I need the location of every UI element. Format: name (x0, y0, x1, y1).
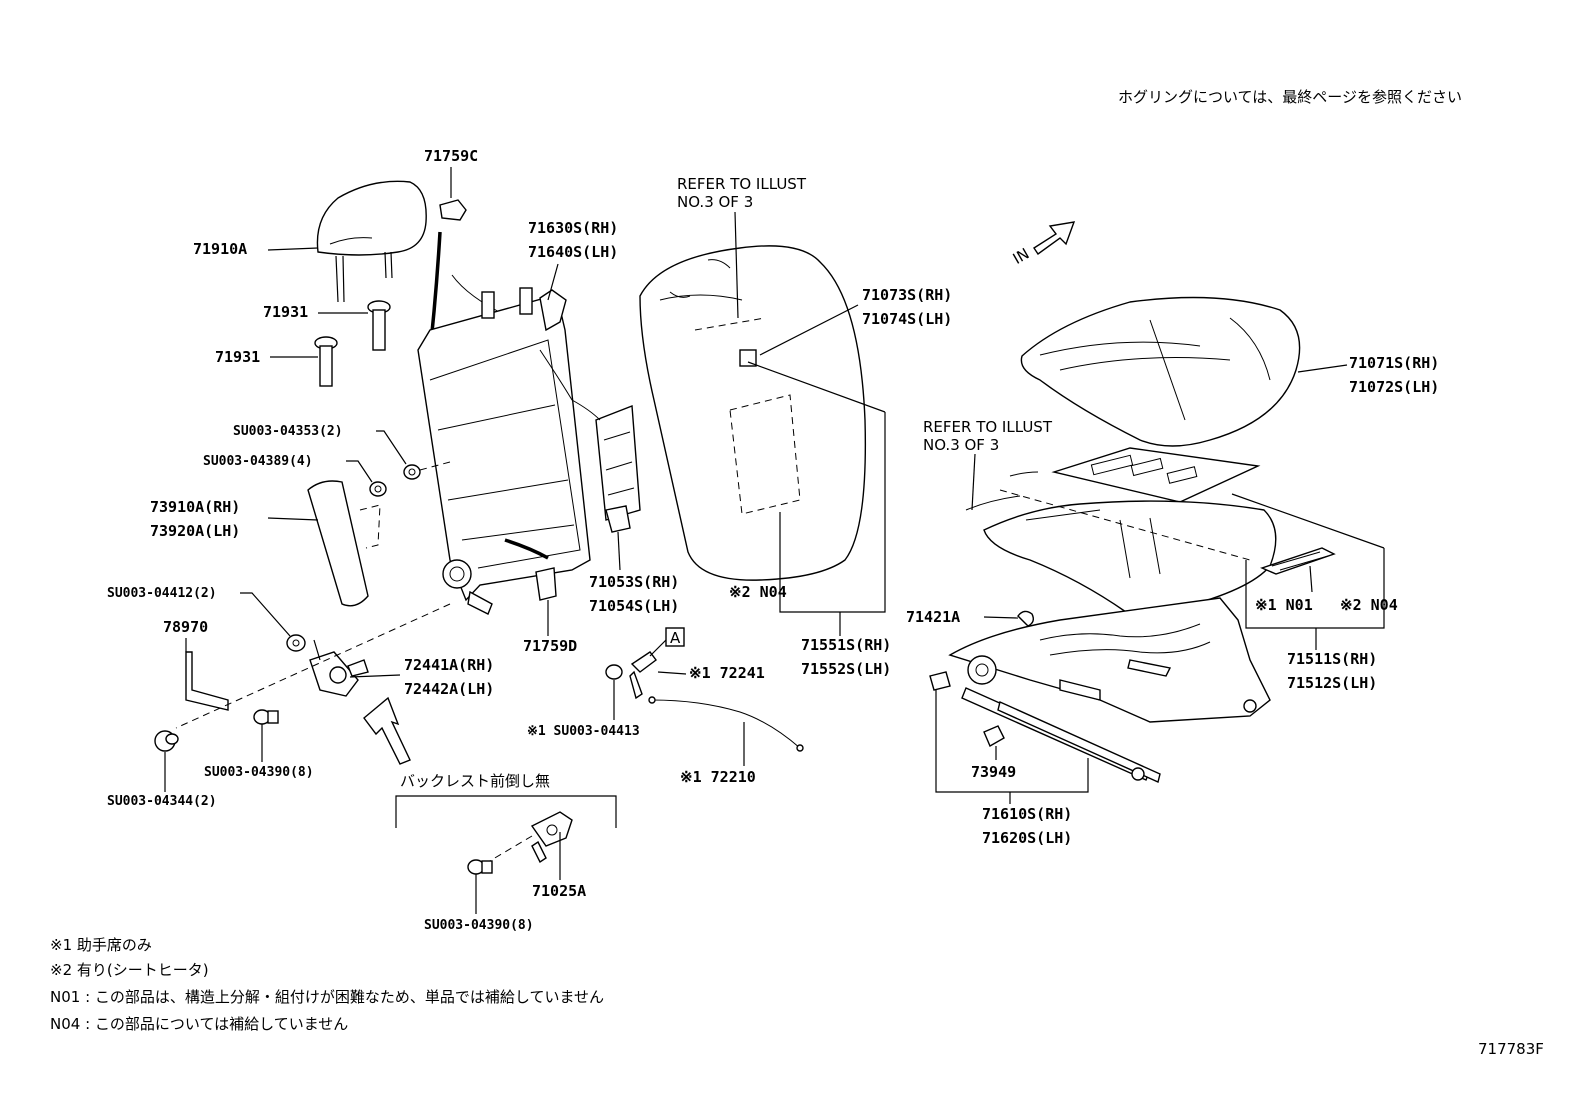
label-n04-seat: ※2 N04 (1340, 596, 1398, 614)
label-71053s: 71053S(RH) (589, 573, 679, 591)
label-71025a: 71025A (532, 882, 586, 900)
clip-71759d (535, 567, 557, 601)
label-71610s: 71610S(RH) (982, 805, 1072, 823)
refer-back-line1: REFER TO ILLUST (677, 175, 807, 193)
label-71072s: 71072S(LH) (1349, 378, 1439, 396)
seat-cushion-cover (1020, 296, 1301, 447)
recliner-72441a (309, 639, 369, 697)
headrest-support-upper (367, 300, 391, 351)
label-71421a: 71421A (906, 608, 960, 626)
label-72210: ※1 72210 (680, 768, 756, 786)
label-71759d: 71759D (523, 637, 577, 655)
label-su04412: SU003-04412(2) (107, 586, 217, 601)
bushing-73949 (983, 725, 1005, 747)
washer-su04412 (286, 634, 306, 652)
headrest-drawing (316, 180, 427, 303)
bracket-71610s (935, 690, 1089, 793)
refer-seat-line2: NO.3 OF 3 (923, 436, 999, 454)
label-71071s: 71071S(RH) (1349, 354, 1439, 372)
label-su04413: ※1 SU003-04413 (527, 724, 640, 739)
refer-seat-line1: REFER TO ILLUST (923, 418, 1053, 436)
view-arrow (363, 696, 411, 765)
box-a (665, 627, 685, 647)
label-72241: ※1 72241 (689, 664, 765, 682)
backrest-cable-lower (504, 538, 549, 560)
label-71512s: 71512S(LH) (1287, 674, 1377, 692)
label-71640s: 71640S(LH) (528, 243, 618, 261)
screw-su04389 (369, 481, 387, 497)
direction-label: IN (1010, 245, 1033, 268)
screw-su04353 (403, 464, 421, 480)
label-box-a: A (670, 629, 681, 647)
cap-su04344 (154, 730, 179, 752)
bracket-71511s (1245, 548, 1385, 629)
seat-frame-track (948, 597, 1271, 783)
label-n04-back: ※2 N04 (729, 583, 787, 601)
cover-78970 (185, 651, 229, 711)
header-note: ホグリングについては、最終ページを参照ください (1118, 88, 1462, 106)
label-78970: 78970 (163, 618, 208, 636)
leader-71910a (267, 247, 319, 251)
figure-id: 717783F (1478, 1040, 1544, 1058)
label-73910a: 73910A(RH) (150, 498, 240, 516)
footnote-1: ※1 助手席のみ (50, 936, 152, 954)
label-73949: 73949 (971, 763, 1016, 781)
label-72442a: 72442A(LH) (404, 680, 494, 698)
label-71630s: 71630S(RH) (528, 219, 618, 237)
footnote-4: N04 : この部品については補給していません (50, 1015, 348, 1033)
bolt-su04390-b (467, 859, 493, 875)
label-71910a: 71910A (193, 240, 247, 258)
footnote-2: ※2 有り(シートヒータ) (50, 961, 209, 979)
cable-72210 (651, 699, 801, 749)
footnote-3: N01 : この部品は、構造上分解・組付けが困難なため、単品では補給していません (50, 988, 604, 1006)
label-71620s: 71620S(LH) (982, 829, 1072, 847)
label-su04353: SU003-04353(2) (233, 424, 343, 439)
lever-72241 (605, 639, 667, 700)
label-backrest-option: バックレスト前倒し無 (400, 772, 550, 790)
refer-back-line2: NO.3 OF 3 (677, 193, 753, 211)
label-71074s: 71074S(LH) (862, 310, 952, 328)
label-71511s: 71511S(RH) (1287, 650, 1377, 668)
label-71931-lower: 71931 (215, 348, 260, 366)
backrest-option-bracket (395, 795, 617, 828)
label-su04390-b: SU003-04390(8) (424, 918, 534, 933)
label-71931-upper: 71931 (263, 303, 308, 321)
headrest-support-lower (314, 336, 338, 387)
label-72441a: 72441A(RH) (404, 656, 494, 674)
hinge-71025a (530, 811, 573, 864)
label-71054s: 71054S(LH) (589, 597, 679, 615)
backrest-cushion (639, 245, 867, 581)
label-n01: ※1 N01 (1255, 596, 1313, 614)
bracket-71551s (779, 412, 886, 613)
side-panel-73910a (307, 480, 369, 607)
label-su04389: SU003-04389(4) (203, 454, 313, 469)
heater-element (1260, 547, 1336, 575)
bracket-71053s (605, 505, 631, 533)
label-71759c: 71759C (424, 147, 478, 165)
label-73920a: 73920A(LH) (150, 522, 240, 540)
bracket-left-track (929, 671, 951, 691)
direction-arrow (1033, 221, 1076, 255)
label-71551s: 71551S(RH) (801, 636, 891, 654)
bolt-su04390-a (253, 709, 279, 725)
label-71073s: 71073S(RH) (862, 286, 952, 304)
seat-cushion-pad (983, 489, 1277, 615)
clip-71421a (1017, 610, 1035, 627)
clip-71759c (439, 199, 467, 221)
label-su04344: SU003-04344(2) (107, 794, 217, 809)
label-su04390-a: SU003-04390(8) (204, 765, 314, 780)
seat-heater-pad (1051, 447, 1261, 503)
backrest-frame (417, 287, 641, 615)
label-71552s: 71552S(LH) (801, 660, 891, 678)
